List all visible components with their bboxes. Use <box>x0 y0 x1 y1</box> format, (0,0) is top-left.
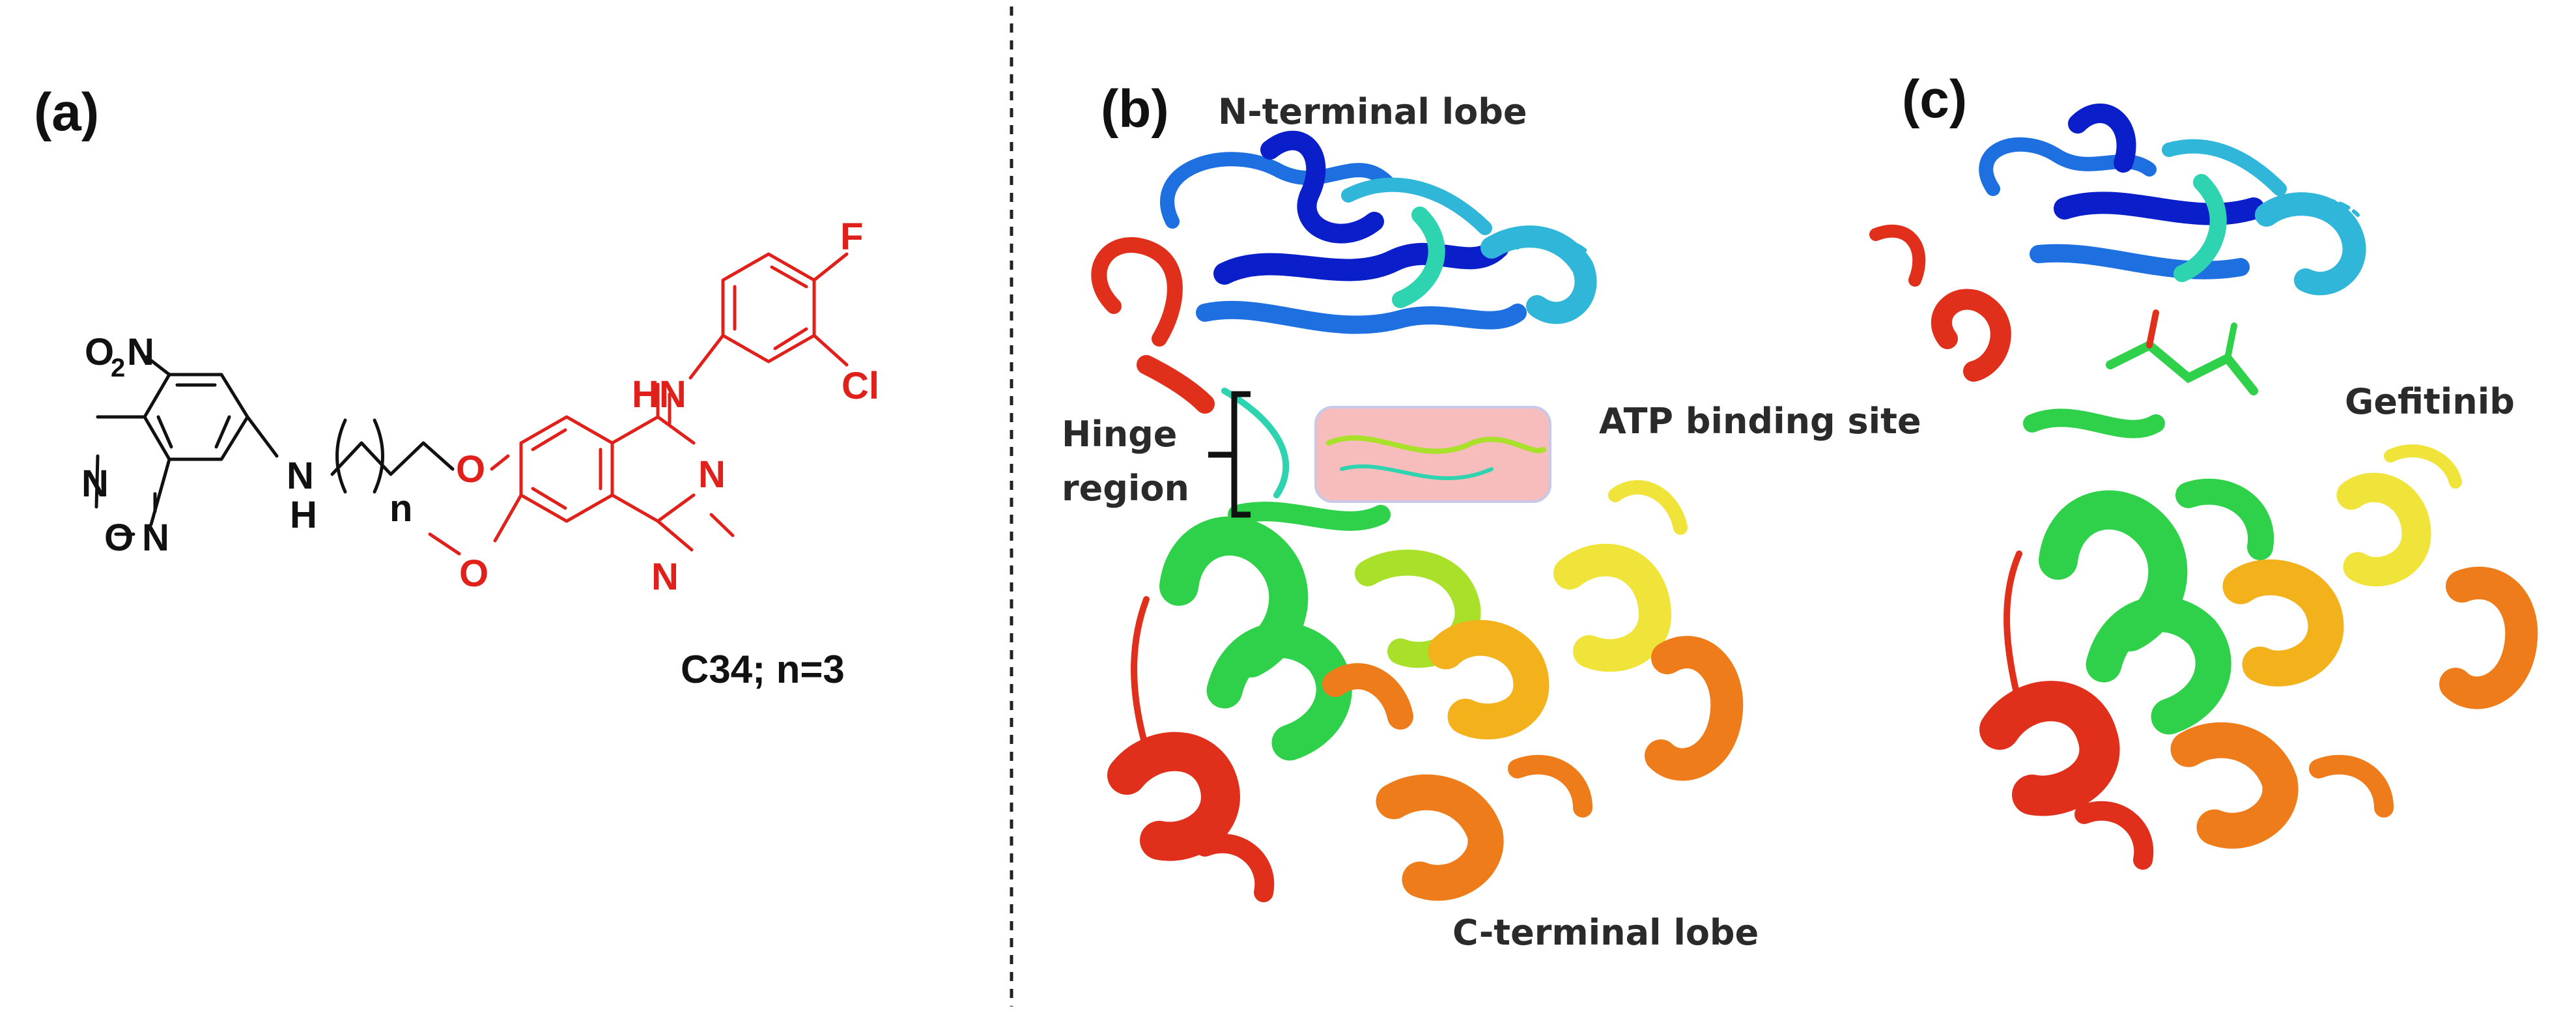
hinge-bracket <box>1208 391 1251 518</box>
n-terminal-label: N-terminal lobe <box>1218 91 1527 132</box>
hinge-label-line1: Hinge <box>1062 414 1177 455</box>
compound-label: C34; n=3 <box>681 648 845 691</box>
ring-n-top: N <box>81 463 109 505</box>
aniline-nh: HN <box>632 373 686 416</box>
chemical-structure <box>94 252 849 556</box>
panel-a: (a) <box>34 83 879 691</box>
chloro: Cl <box>842 365 879 407</box>
panel-c-label: (c) <box>1902 70 1967 129</box>
gefitinib-label: Gefitinib <box>2345 381 2515 422</box>
ring-n-bottom: N <box>142 517 169 559</box>
protein-structure-b <box>1091 130 1744 902</box>
panel-a-label: (a) <box>34 83 99 142</box>
nitro-o: O <box>85 331 114 373</box>
nitro-subscript: 2 <box>111 354 125 382</box>
ether-o: O <box>456 448 485 491</box>
atom-labels: O 2 N N O N N H n O O HN N N F Cl <box>81 216 879 598</box>
chain-n: n <box>389 487 412 530</box>
protein-structure-c <box>1869 103 2538 870</box>
amine-n: N <box>287 455 314 497</box>
benzoxadiazole-core <box>94 355 455 536</box>
amine-h: H <box>290 494 317 536</box>
hinge-label-line2: region <box>1062 468 1189 509</box>
pyrimidine-n2: N <box>651 556 679 598</box>
atp-binding-box <box>1314 406 1551 503</box>
atp-site-label: ATP binding site <box>1599 401 1921 442</box>
fluoro: F <box>840 216 863 258</box>
panel-b: (b) N-terminal lobe <box>1062 79 1921 953</box>
methoxy-o: O <box>459 552 488 595</box>
nitro-n: N <box>127 331 154 373</box>
c-terminal-label: C-terminal lobe <box>1452 912 1759 953</box>
ring-o: O <box>104 517 134 559</box>
panel-c: (c) <box>1869 70 2538 870</box>
pyrimidine-n1: N <box>698 453 726 496</box>
panel-b-label: (b) <box>1101 79 1169 139</box>
quinazoline-core <box>428 252 849 556</box>
